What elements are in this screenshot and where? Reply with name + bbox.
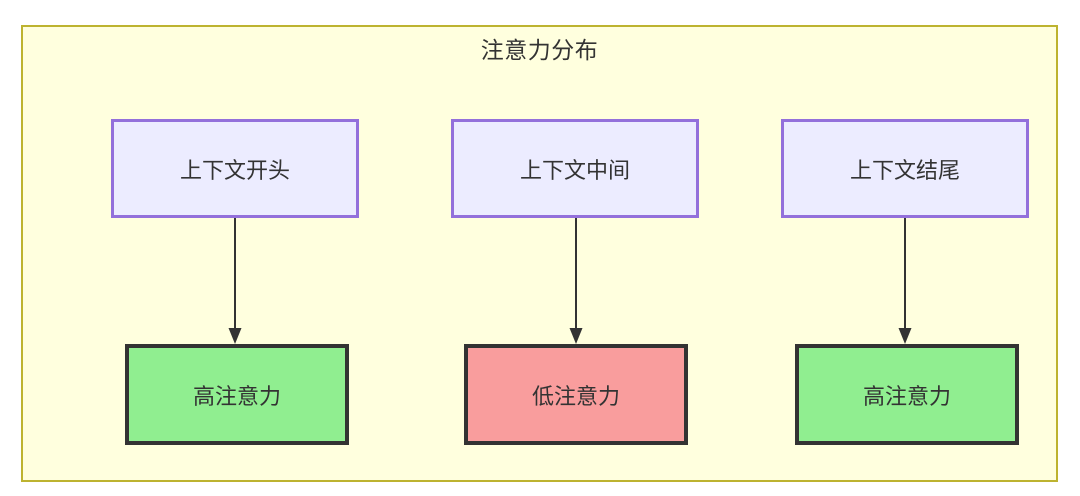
- node-context-middle[interactable]: 上下文中间: [451, 119, 699, 218]
- node-context-middle-label: 上下文中间: [519, 157, 630, 183]
- subgraph-title: 注意力分布: [480, 37, 599, 63]
- arrow-context-middle-to-low-attention: [569, 218, 583, 345]
- node-high-attention-end[interactable]: 高注意力: [795, 344, 1019, 445]
- arrow-context-start-to-high-attention: [228, 218, 242, 345]
- arrow-down-icon: [898, 218, 912, 344]
- node-high-attention-end-label: 高注意力: [862, 383, 951, 409]
- node-context-start-label: 上下文开头: [179, 157, 290, 183]
- node-context-end-label: 上下文结尾: [849, 157, 960, 183]
- node-context-start[interactable]: 上下文开头: [111, 119, 359, 218]
- node-low-attention-middle-label: 低注意力: [531, 383, 620, 409]
- arrow-down-icon: [569, 218, 583, 344]
- node-high-attention-start[interactable]: 高注意力: [125, 344, 349, 445]
- node-high-attention-start-label: 高注意力: [192, 383, 281, 409]
- attention-distribution-subgraph: 注意力分布 上下文开头 高注意力 上下文中间 低注意力: [21, 25, 1058, 482]
- arrow-down-icon: [228, 218, 242, 344]
- arrow-context-end-to-high-attention: [898, 218, 912, 345]
- node-context-end[interactable]: 上下文结尾: [781, 119, 1029, 218]
- node-low-attention-middle[interactable]: 低注意力: [464, 344, 688, 445]
